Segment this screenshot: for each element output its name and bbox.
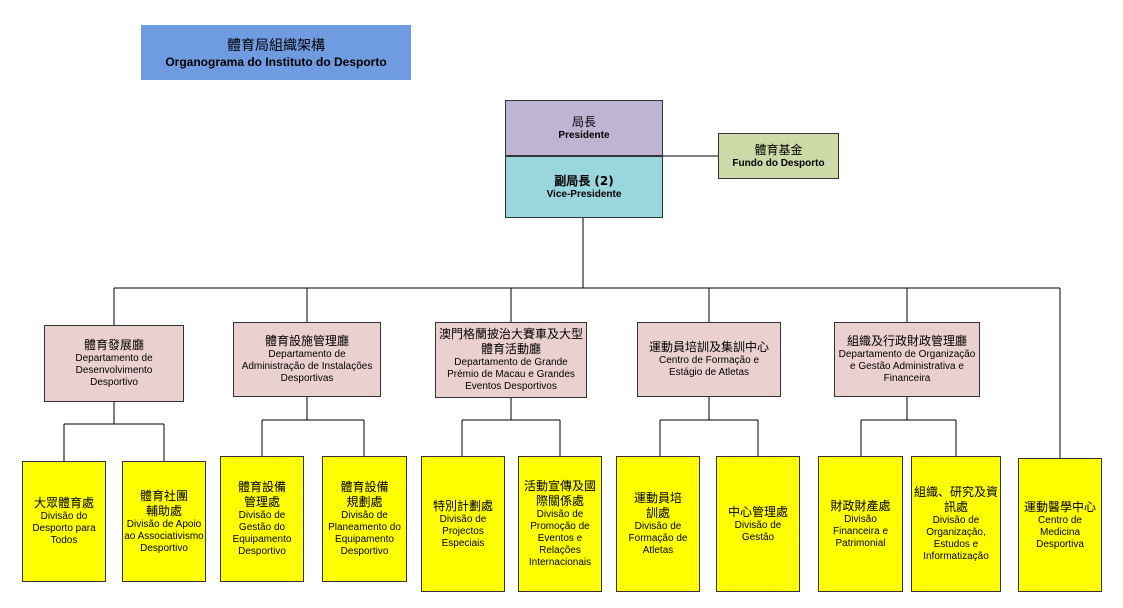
department-box: 澳門格蘭披治大賽車及大型體育活動廳 Departamento de Grande…	[435, 322, 587, 398]
fund-box: 體育基金 Fundo do Desporto	[718, 133, 839, 179]
department-zh: 體育發展廳	[83, 338, 144, 352]
division-pt: Divisão de Planeamento do Equipamento De…	[328, 510, 401, 557]
division-zh: 活動宣傳及國際關係處	[523, 479, 596, 508]
chart-title: 體育局組織架構 Organograma do Instituto do Desp…	[141, 25, 411, 80]
division-box: 體育社團輔助處 Divisão de Apoio ao Associativis…	[122, 461, 206, 582]
medical-centre-zh: 運動醫學中心	[1023, 499, 1096, 514]
department-zh: 組織及行政財政管理廳	[846, 334, 967, 348]
department-zh: 澳門格蘭披治大賽車及大型體育活動廳	[438, 327, 583, 356]
division-pt: Divisão Financeira e Patrimonial	[832, 513, 889, 549]
president-zh: 局長	[571, 114, 596, 129]
division-box: 財政財產處 Divisão Financeira e Patrimonial	[818, 456, 903, 592]
department-pt: Departamento de Organização e Gestão Adm…	[838, 349, 976, 384]
division-pt: Divisão de Apoio ao Associativismo Despo…	[124, 518, 204, 554]
division-pt: Divisão de Organização, Estudos e Inform…	[923, 515, 989, 562]
division-pt: Divisão de Promoção de Eventos e Relaçõe…	[528, 509, 592, 568]
division-pt: Divisão de Gestão	[734, 519, 782, 543]
department-box: 體育發展廳 Departamento de Desenvolvimento De…	[44, 325, 184, 402]
department-box: 體育設施管理廳 Departamento de Administração de…	[233, 322, 381, 397]
medical-centre-box: 運動醫學中心 Centro de Medicina Desportiva	[1018, 458, 1102, 592]
division-box: 特別計劃處 Divisão de Projectos Especiais	[421, 456, 505, 592]
department-box: 組織及行政財政管理廳 Departamento de Organização e…	[834, 322, 980, 397]
fund-zh: 體育基金	[754, 142, 803, 157]
fund-pt: Fundo do Desporto	[732, 157, 825, 169]
department-zh: 體育設施管理廳	[264, 334, 349, 348]
division-box: 活動宣傳及國際關係處 Divisão de Promoção de Evento…	[518, 456, 602, 592]
division-box: 運動員培訓處 Divisão de Formação de Atletas	[616, 456, 700, 592]
division-zh: 體育設備管理處	[237, 480, 286, 509]
president-box: 局長 Presidente	[505, 100, 663, 156]
division-box: 大眾體育處 Divisão do Desporto para Todos	[22, 461, 106, 582]
president-pt: Presidente	[558, 129, 610, 141]
department-zh: 運動員培訓及集訓中心	[648, 340, 769, 354]
division-box: 體育設備管理處 Divisão de Gestão do Equipamento…	[220, 456, 304, 582]
division-zh: 組織、研究及資訊處	[913, 485, 998, 514]
division-zh: 大眾體育處	[33, 496, 94, 510]
chart-title-pt: Organograma do Instituto do Desporto	[165, 54, 387, 69]
division-zh: 體育設備規劃處	[340, 480, 389, 509]
division-box: 體育設備規劃處 Divisão de Planeamento do Equipa…	[322, 456, 407, 582]
division-box: 中心管理處 Divisão de Gestão	[716, 456, 800, 592]
division-zh: 體育社團輔助處	[139, 488, 188, 518]
division-zh: 運動員培訓處	[633, 491, 682, 520]
division-pt: Divisão de Gestão do Equipamento Desport…	[232, 510, 292, 557]
chart-title-zh: 體育局組織架構	[227, 37, 325, 54]
division-zh: 財政財產處	[830, 498, 891, 513]
vice-president-pt: Vice-Presidente	[546, 188, 622, 200]
department-box: 運動員培訓及集訓中心 Centro de Formação e Estágio …	[637, 322, 781, 397]
vice-president-box: 副局長 (2) Vice-Presidente	[505, 156, 663, 218]
division-zh: 中心管理處	[727, 504, 788, 519]
vice-president-zh: 副局長 (2)	[554, 173, 614, 188]
department-pt: Departamento de Administração de Instala…	[241, 349, 373, 384]
department-pt: Departamento de Grande Prémio de Macau e…	[447, 357, 575, 392]
department-pt: Centro de Formação e Estágio de Atletas	[658, 355, 760, 378]
medical-centre-pt: Centro de Medicina Desportiva	[1036, 514, 1084, 550]
division-pt: Divisão de Projectos Especiais	[439, 513, 487, 549]
division-zh: 特別計劃處	[432, 498, 493, 513]
division-box: 組織、研究及資訊處 Divisão de Organização, Estudo…	[911, 456, 1001, 592]
division-pt: Divisão de Formação de Atletas	[628, 521, 688, 556]
division-pt: Divisão do Desporto para Todos	[32, 511, 96, 546]
department-pt: Departamento de Desenvolvimento Desporti…	[75, 353, 153, 388]
